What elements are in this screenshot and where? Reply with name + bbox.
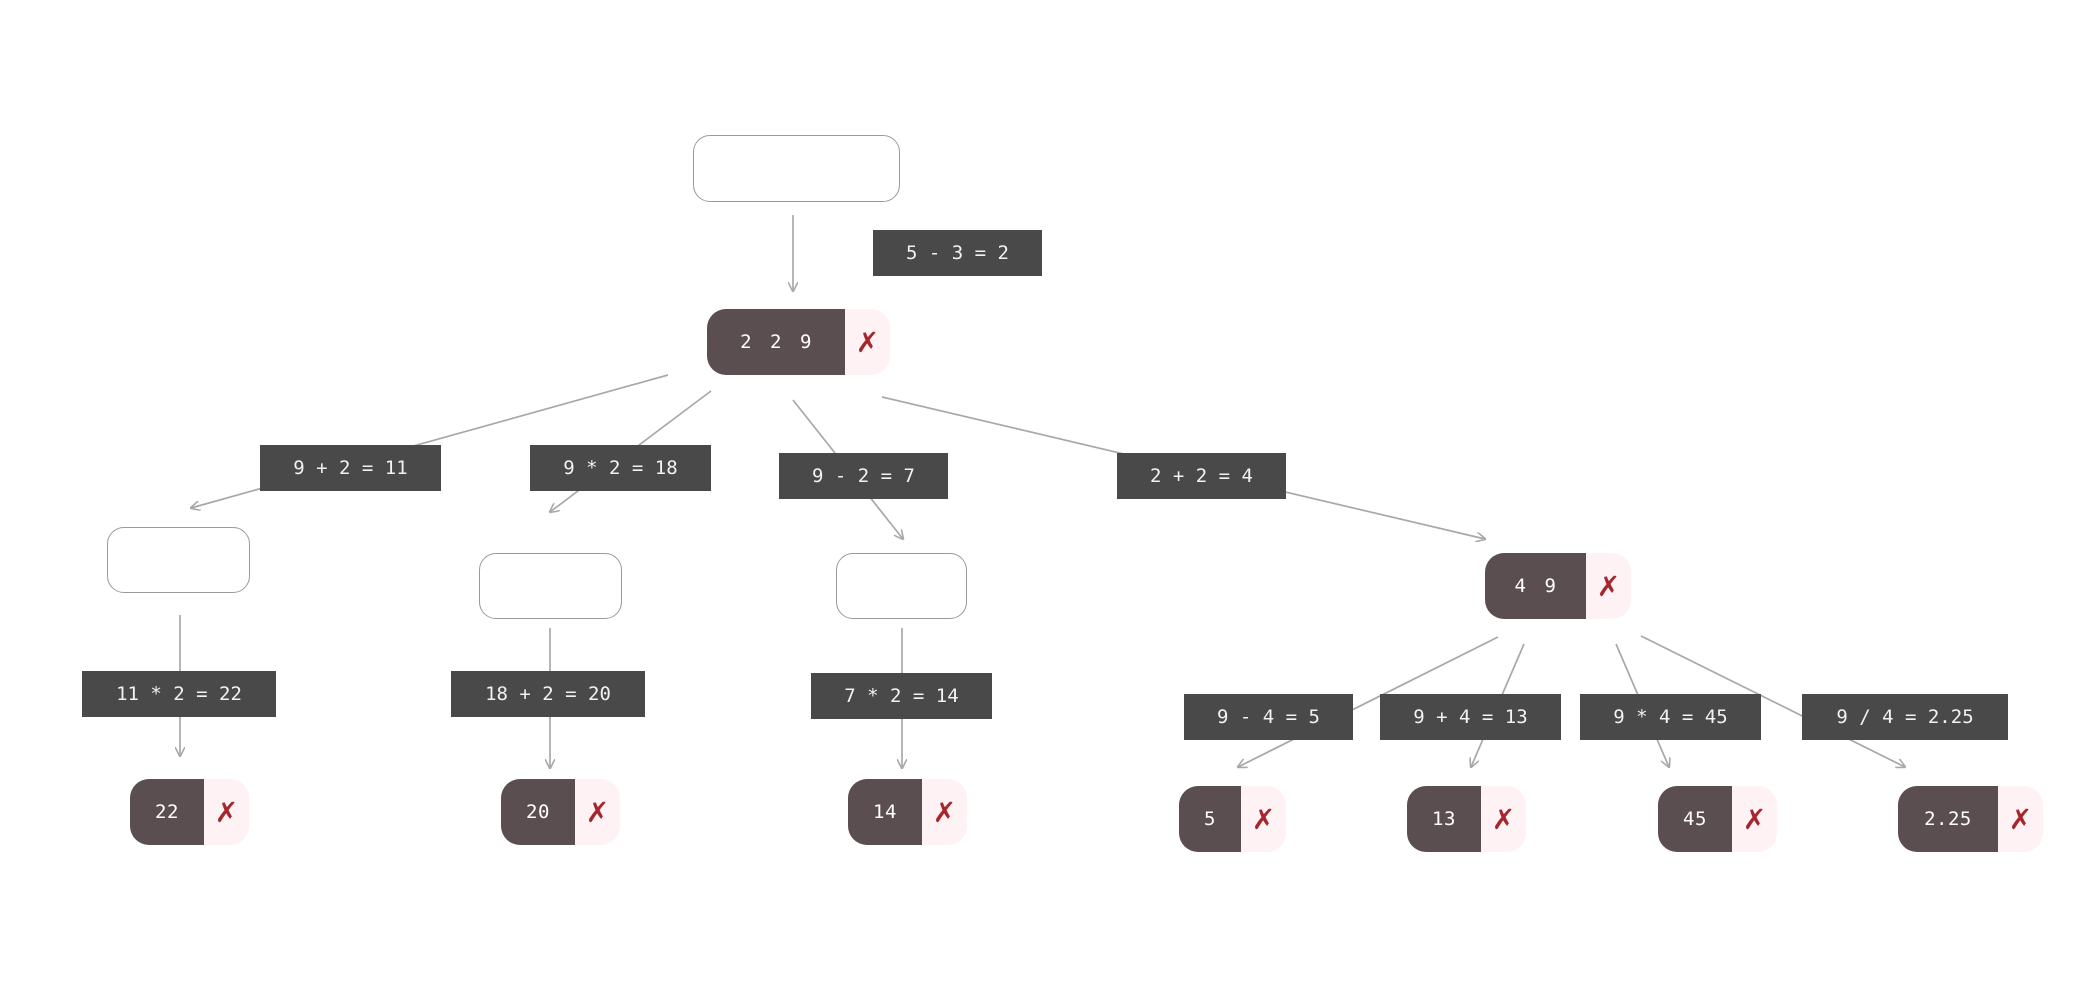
leaf-node[interactable]: 5 ✗ [1179,786,1286,852]
root-op-label: 5 - 3 = 2 [873,230,1042,276]
leaf-node[interactable]: 22 ✗ [130,779,249,845]
level2-right-number: 9 [1544,575,1557,597]
leaf-x-icon: ✗ [204,779,249,845]
level1-node[interactable]: 2 2 9 ✗ [707,309,890,375]
edge-arrow [1640,635,1905,767]
level2-empty-node [479,553,622,619]
leaf-node[interactable]: 45 ✗ [1658,786,1777,852]
level1-x-icon: ✗ [845,309,890,375]
right-op-label: 9 / 4 = 2.25 [1802,694,2008,740]
level1-number: 2 [770,331,782,353]
leaf-node[interactable]: 13 ✗ [1407,786,1526,852]
level2-op-label: 18 + 2 = 20 [451,671,645,717]
level2-right-x-icon: ✗ [1586,553,1631,619]
root-node [693,135,900,202]
leaf-node[interactable]: 20 ✗ [501,779,620,845]
leaf-value: 22 [130,779,204,845]
level2-op-label: 11 * 2 = 22 [82,671,276,717]
level2-empty-node [836,553,967,619]
leaf-x-icon: ✗ [575,779,620,845]
level2-op-label: 7 * 2 = 14 [811,673,992,719]
leaf-value: 5 [1179,786,1241,852]
leaf-x-icon: ✗ [1732,786,1777,852]
level2-right-numbers: 4 9 [1485,553,1586,619]
right-op-label: 9 + 4 = 13 [1380,694,1561,740]
leaf-x-icon: ✗ [922,779,967,845]
leaf-node[interactable]: 14 ✗ [848,779,967,845]
leaf-value: 13 [1407,786,1481,852]
right-op-label: 9 - 4 = 5 [1184,694,1353,740]
level2-right-node[interactable]: 4 9 ✗ [1485,553,1631,619]
edge-arrow [1238,636,1499,767]
leaf-value: 2.25 [1898,786,1998,852]
leaf-x-icon: ✗ [1481,786,1526,852]
level1-number: 9 [799,331,812,353]
level2-right-number: 4 [1514,575,1527,597]
level1-op-label: 9 - 2 = 7 [779,453,948,499]
leaf-value: 45 [1658,786,1732,852]
leaf-x-icon: ✗ [1241,786,1286,852]
level1-numbers: 2 2 9 [707,309,845,375]
level2-empty-node [107,527,250,593]
level1-op-label: 2 + 2 = 4 [1117,453,1286,499]
right-op-label: 9 * 4 = 45 [1580,694,1761,740]
level1-number: 2 [740,331,753,353]
level1-op-label: 9 + 2 = 11 [260,445,441,491]
leaf-node[interactable]: 2.25 ✗ [1898,786,2043,852]
leaf-x-icon: ✗ [1998,786,2043,852]
leaf-value: 14 [848,779,922,845]
leaf-value: 20 [501,779,575,845]
level1-op-label: 9 * 2 = 18 [530,445,711,491]
